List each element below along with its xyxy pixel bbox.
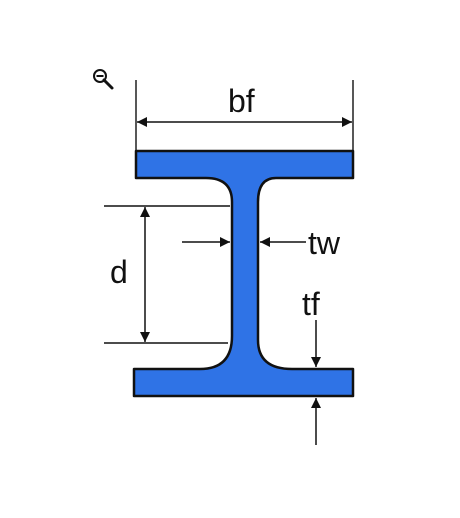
i-beam-section <box>132 149 355 398</box>
tw-label: tw <box>308 225 341 261</box>
tf-label: tf <box>302 286 320 322</box>
bf-label: bf <box>228 83 255 119</box>
d-label: d <box>110 254 128 290</box>
zoom-out-icon[interactable] <box>91 67 115 91</box>
